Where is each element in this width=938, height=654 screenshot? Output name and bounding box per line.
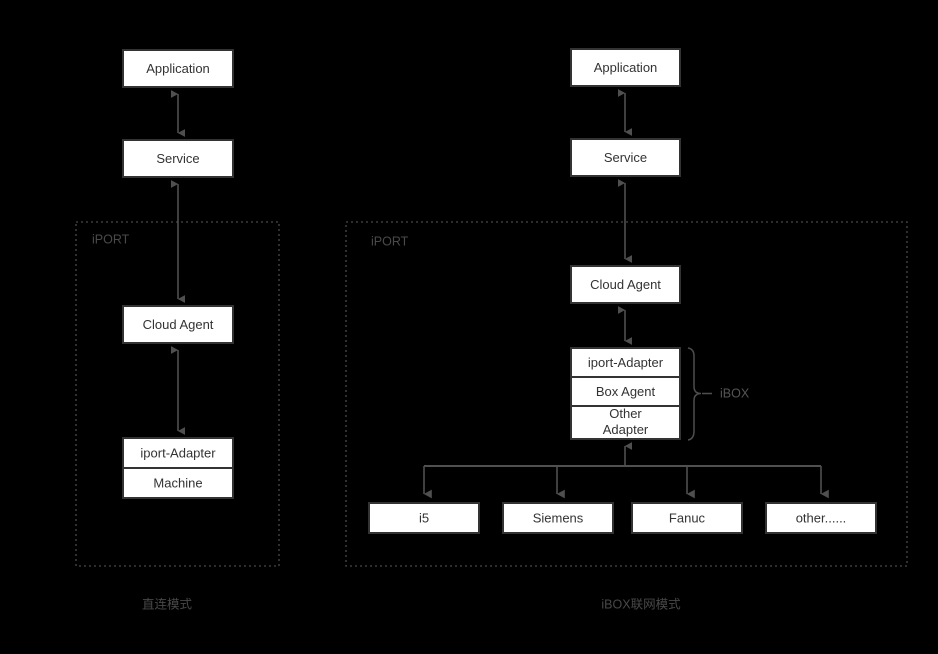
node-ibox-network-service[interactable]: Service (570, 138, 681, 177)
node-box-application (570, 48, 681, 87)
node-ibox-network-fanuc[interactable]: Fanuc (631, 502, 743, 534)
node-ibox-network-i5[interactable]: i5 (368, 502, 480, 534)
node-box-cloud-agent (570, 265, 681, 304)
node-ibox-network-siemens[interactable]: Siemens (502, 502, 614, 534)
node-label-box-agent: Box Agent (596, 384, 656, 399)
node-label-cloud-agent: Cloud Agent (590, 277, 661, 292)
node-label-iport-adapter: iport-Adapter (588, 355, 664, 370)
node-ibox-network-other[interactable]: other...... (765, 502, 877, 534)
node-ibox-network-cloud-agent[interactable]: Cloud Agent (570, 265, 681, 304)
bus-ibox-network (423, 442, 829, 499)
node-direct-connect-cloud-agent[interactable]: Cloud Agent (122, 305, 234, 344)
node-label-application: Application (594, 60, 658, 75)
node-label-other-adapter-2: Adapter (603, 422, 649, 437)
node-box-siemens (502, 502, 614, 534)
brace-path (687, 347, 702, 441)
node-label-service: Service (604, 150, 647, 165)
node-direct-connect-iport-adapter[interactable]: iport-Adapter (122, 437, 234, 469)
node-label-siemens: Siemens (533, 510, 584, 525)
node-box-machine (122, 467, 234, 499)
node-label-i5: i5 (419, 510, 429, 525)
brace-ibox-network: iBOX (687, 347, 750, 441)
node-label-other: other...... (796, 510, 847, 525)
group-label-ibox-network: iPORT (371, 234, 409, 248)
node-box-application (122, 49, 234, 88)
group-label-direct-connect: iPORT (92, 232, 130, 246)
node-box-fanuc (631, 502, 743, 534)
node-box-cloud-agent (122, 305, 234, 344)
node-direct-connect-service[interactable]: Service (122, 139, 234, 178)
node-label-machine: Machine (153, 475, 202, 490)
node-label-cloud-agent: Cloud Agent (143, 317, 214, 332)
node-ibox-network-box-agent[interactable]: Box Agent (570, 376, 681, 407)
node-box-iport-adapter (570, 347, 681, 378)
node-direct-connect-application[interactable]: Application (122, 49, 234, 88)
node-box-service (570, 138, 681, 177)
node-ibox-network-iport-adapter[interactable]: iport-Adapter (570, 347, 681, 378)
node-direct-connect-machine[interactable]: Machine (122, 467, 234, 499)
node-label-fanuc: Fanuc (669, 510, 706, 525)
brace-label: iBOX (720, 386, 750, 400)
node-label-service: Service (156, 151, 199, 166)
node-box-other-adapter (570, 405, 681, 440)
node-box-service (122, 139, 234, 178)
node-box-other (765, 502, 877, 534)
node-ibox-network-application[interactable]: Application (570, 48, 681, 87)
caption-direct-connect: 直连模式 (142, 596, 193, 611)
node-box-i5 (368, 502, 480, 534)
node-label-other-adapter: Other (609, 406, 642, 421)
node-label-application: Application (146, 61, 210, 76)
caption-ibox-network: iBOX联网模式 (601, 597, 681, 611)
node-label-iport-adapter: iport-Adapter (140, 445, 216, 460)
